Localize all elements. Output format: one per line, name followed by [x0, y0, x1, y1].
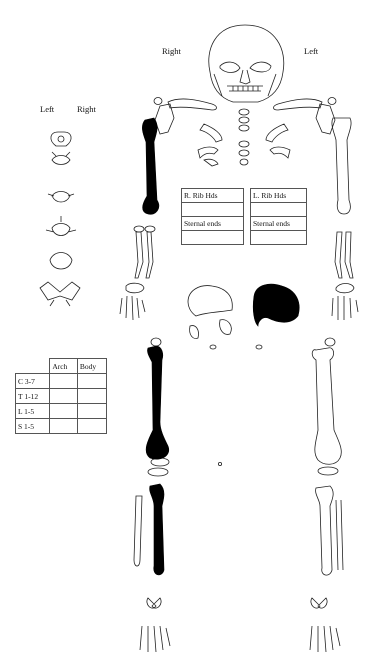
pelvis-drawing [151, 286, 335, 349]
left-side-label: Left [304, 46, 318, 56]
left-ilium-shaded [253, 284, 299, 326]
right-rib-heads-header: R. Rib Hds [182, 189, 244, 203]
vertebra-row-label: L 1-5 [16, 404, 50, 419]
left-sternal-ends-header: Sternal ends [251, 217, 307, 231]
left-arm-drawing [332, 118, 358, 320]
left-rib-table: L. Rib Hds Sternal ends [250, 188, 307, 245]
right-rib-heads-cell[interactable] [182, 203, 244, 217]
vertebra-table: Arch Body C 3-7 T 1-12 L 1-5 S 1-5 [15, 358, 107, 434]
left-sternal-ends-cell[interactable] [251, 231, 307, 245]
left-rib-heads-cell[interactable] [251, 203, 307, 217]
isolated-vertebrae-drawing [40, 132, 80, 306]
body-cell[interactable] [77, 404, 106, 419]
right-arm-drawing [120, 226, 155, 320]
shoulder-girdle-drawing [154, 98, 336, 135]
right-rib-table: R. Rib Hds Sternal ends [181, 188, 244, 245]
right-sternal-ends-cell[interactable] [182, 231, 244, 245]
skull-drawing [209, 25, 284, 102]
left-leg-drawing [310, 348, 343, 652]
right-humerus-shaded [142, 118, 159, 214]
right-side-label: Right [162, 46, 181, 56]
right-femur-shaded [146, 346, 169, 459]
arch-cell[interactable] [50, 404, 77, 419]
vertebrae-left-label: Left [40, 104, 54, 114]
vertebra-row-label: S 1-5 [16, 419, 50, 434]
arch-cell[interactable] [50, 389, 77, 404]
vertebrae-right-label: Right [77, 104, 96, 114]
right-tibia-shaded [150, 484, 164, 575]
vertebra-row-label: T 1-12 [16, 389, 50, 404]
left-rib-heads-header: L. Rib Hds [251, 189, 307, 203]
body-cell[interactable] [77, 419, 106, 434]
right-sternal-ends-header: Sternal ends [182, 217, 244, 231]
vertebra-table-corner [16, 359, 50, 374]
body-cell[interactable] [77, 374, 106, 389]
vertebra-row-label: C 3-7 [16, 374, 50, 389]
arch-cell[interactable] [50, 419, 77, 434]
body-cell[interactable] [77, 389, 106, 404]
arch-cell[interactable] [50, 374, 77, 389]
vertebra-table-arch-header: Arch [50, 359, 77, 374]
vertebral-column-drawing [198, 109, 290, 166]
vertebra-table-body-header: Body [77, 359, 106, 374]
